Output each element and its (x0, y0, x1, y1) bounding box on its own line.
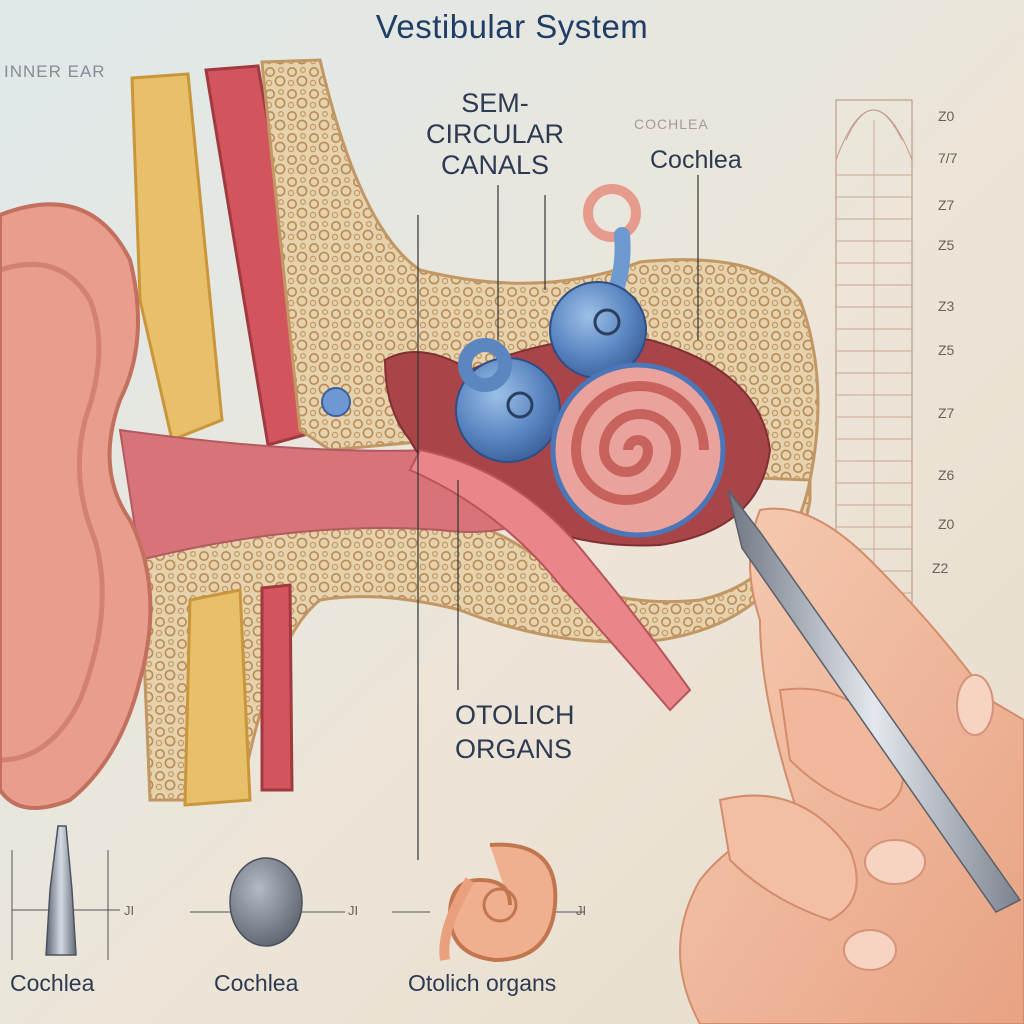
semicircular-canals-label-line-2: CIRCULAR (425, 119, 565, 149)
saccule-swirl-icon (506, 391, 534, 419)
scale-tick-label: Z5 (938, 237, 955, 253)
semicircular-canals-label-line-3: CANALS (440, 150, 550, 180)
scale-tick-label: Z0 (938, 516, 955, 532)
scale-tick-label: Z0 (938, 108, 955, 124)
cochlea-spiral-coil (570, 381, 709, 505)
scale-tick-label: 7/7 (938, 150, 958, 166)
yellow-tissue-bottom (183, 588, 252, 807)
bottom-tick-label: JΙ (124, 903, 135, 918)
scale-tick-label: Z7 (938, 197, 955, 213)
otolith-organs-label: OTOLICH ORGANS (455, 698, 575, 766)
small-blue-canal (458, 338, 512, 392)
bottom-cochlea-illustration (392, 842, 585, 963)
outer-ear-inner-fold (0, 261, 105, 763)
yellow-tissue-top (130, 72, 224, 443)
bottom-cone-illustration (11, 825, 120, 960)
bottom-label-cochlea-1: Cochlea (10, 970, 95, 996)
scale-tick-label: Z5 (938, 342, 955, 358)
round-window-disk (321, 387, 351, 417)
vestibular-nerve (408, 448, 692, 712)
scale-tick-label: Z2 (932, 560, 949, 576)
red-muscle-band-bottom (260, 583, 294, 792)
semicircular-canals-label: SEM- CIRCULAR CANALS (410, 88, 580, 181)
scale-tick-label: Z7 (938, 405, 955, 421)
outer-ear-pinna (0, 202, 153, 810)
inner-ear-label: INNER EAR (4, 62, 106, 81)
otolith-organs-label-line-2: ORGANS (455, 734, 573, 764)
scale-tick-label: Z6 (938, 467, 955, 483)
bottom-tick-label: JΙ (348, 903, 359, 918)
bottom-label-cochlea-2: Cochlea (214, 970, 299, 996)
bottom-label-otolith-organs: Otolich organs (408, 970, 557, 996)
faint-cochlea-label: COCHLEA (634, 116, 709, 132)
otolith-organs-label-line-1: OTOLICH (455, 700, 575, 730)
bottom-tick-label: JΙ (576, 903, 587, 918)
utricle-swirl-icon (593, 308, 621, 336)
semicircular-canal-loop (583, 184, 641, 242)
bottom-ovoid-illustration (190, 857, 345, 947)
semicircular-canals-label-line-1: SEM- (461, 88, 529, 118)
pointer-instrument (727, 489, 1022, 913)
cochlea-label: Cochlea (650, 146, 742, 174)
page-title: Vestibular System (375, 8, 649, 45)
scale-tick-label: Z3 (938, 298, 955, 314)
